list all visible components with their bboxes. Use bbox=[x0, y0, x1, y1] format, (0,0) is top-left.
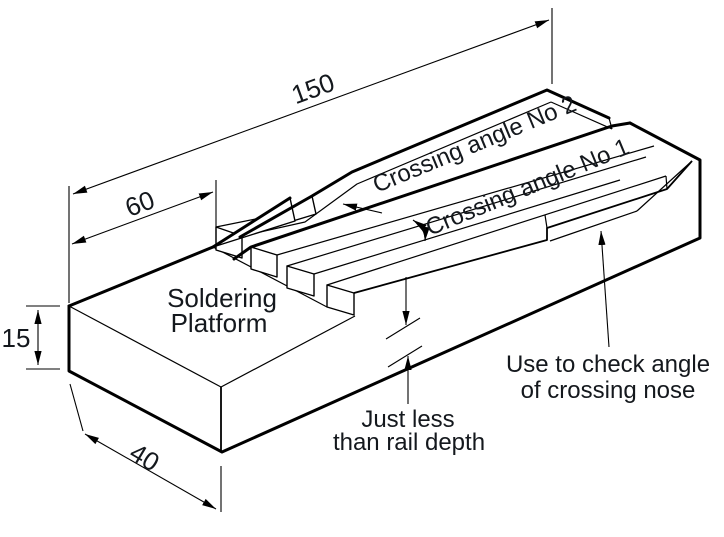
notch-left-end bbox=[544, 214, 548, 229]
strip3-front-edge bbox=[313, 179, 621, 275]
notch-runout-edge bbox=[636, 160, 693, 212]
ledge-back-edge bbox=[326, 175, 667, 286]
strip-end-faces bbox=[215, 226, 355, 316]
dim-150-line bbox=[72, 19, 550, 195]
leader-arrows bbox=[342, 203, 610, 348]
platform-back-edge bbox=[67, 245, 215, 308]
nose-check-note-line1: Use to check angle bbox=[506, 351, 710, 378]
base-front-top-edge bbox=[220, 315, 356, 388]
raised-section-seam bbox=[212, 246, 328, 308]
soldering-platform-label-line2: Platform bbox=[171, 308, 268, 338]
dim-40-line bbox=[84, 433, 217, 510]
strip-end-face-4 bbox=[326, 284, 355, 316]
labels: Soldering Platform Crossing angle No 2 C… bbox=[167, 90, 710, 456]
nose-check-note-line2: of crossing nose bbox=[521, 377, 696, 404]
rail-depth-dimension bbox=[385, 277, 423, 404]
rail-depth-note-line2: than rail depth bbox=[333, 429, 485, 456]
base-left-end-top-edge bbox=[68, 305, 222, 388]
rail-depth-mark-upper bbox=[385, 317, 421, 340]
nose-check-leader-arrow bbox=[598, 230, 610, 348]
base-block bbox=[68, 246, 356, 452]
dimension-60: 60 bbox=[71, 180, 217, 245]
dim-150-label: 150 bbox=[287, 67, 338, 110]
dimension-40: 40 bbox=[69, 383, 222, 512]
nose-check-notch bbox=[544, 160, 693, 242]
dimension-15: 15 bbox=[2, 305, 60, 370]
no2-end-face-bottom bbox=[550, 101, 613, 130]
dim-40-label: 40 bbox=[125, 437, 165, 478]
dim-60-line bbox=[71, 191, 214, 245]
notch-bottom-lip bbox=[549, 210, 638, 242]
outer-outline bbox=[67, 121, 702, 454]
soldering-platform-label-line1: Soldering bbox=[167, 283, 277, 313]
crossing-angle-1-double-arrow bbox=[412, 219, 430, 242]
rail-depth-note-line1: Just less bbox=[361, 406, 454, 433]
groove1-back-wall-edge bbox=[276, 145, 655, 256]
dim-60-label: 60 bbox=[121, 184, 159, 222]
dim-15-label: 15 bbox=[2, 323, 31, 353]
strip-end-face-3 bbox=[286, 265, 315, 297]
fin-top-edge bbox=[211, 196, 292, 249]
crossing-angle-2-leader-arrow bbox=[342, 203, 383, 214]
strip-end-face-2 bbox=[250, 246, 278, 278]
dim-40-witness-left bbox=[69, 383, 84, 432]
notch-right-end bbox=[665, 175, 668, 190]
groove1-front-wall-edge bbox=[286, 156, 647, 267]
